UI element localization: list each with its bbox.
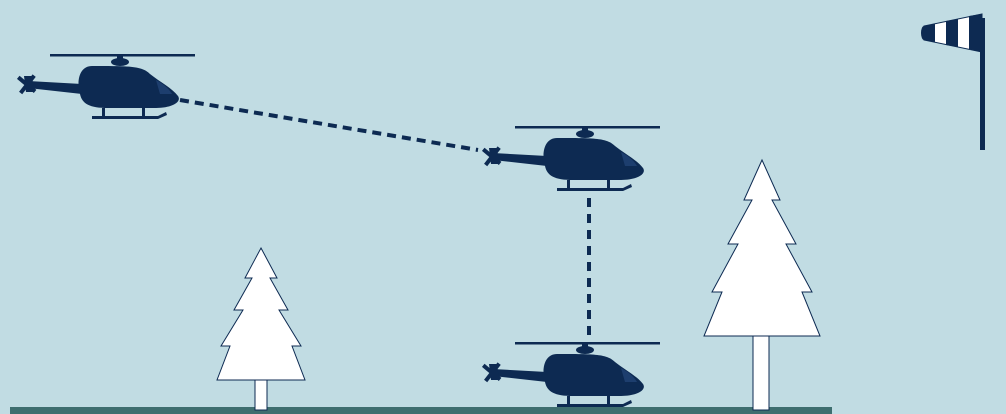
ground-strip <box>10 407 832 414</box>
